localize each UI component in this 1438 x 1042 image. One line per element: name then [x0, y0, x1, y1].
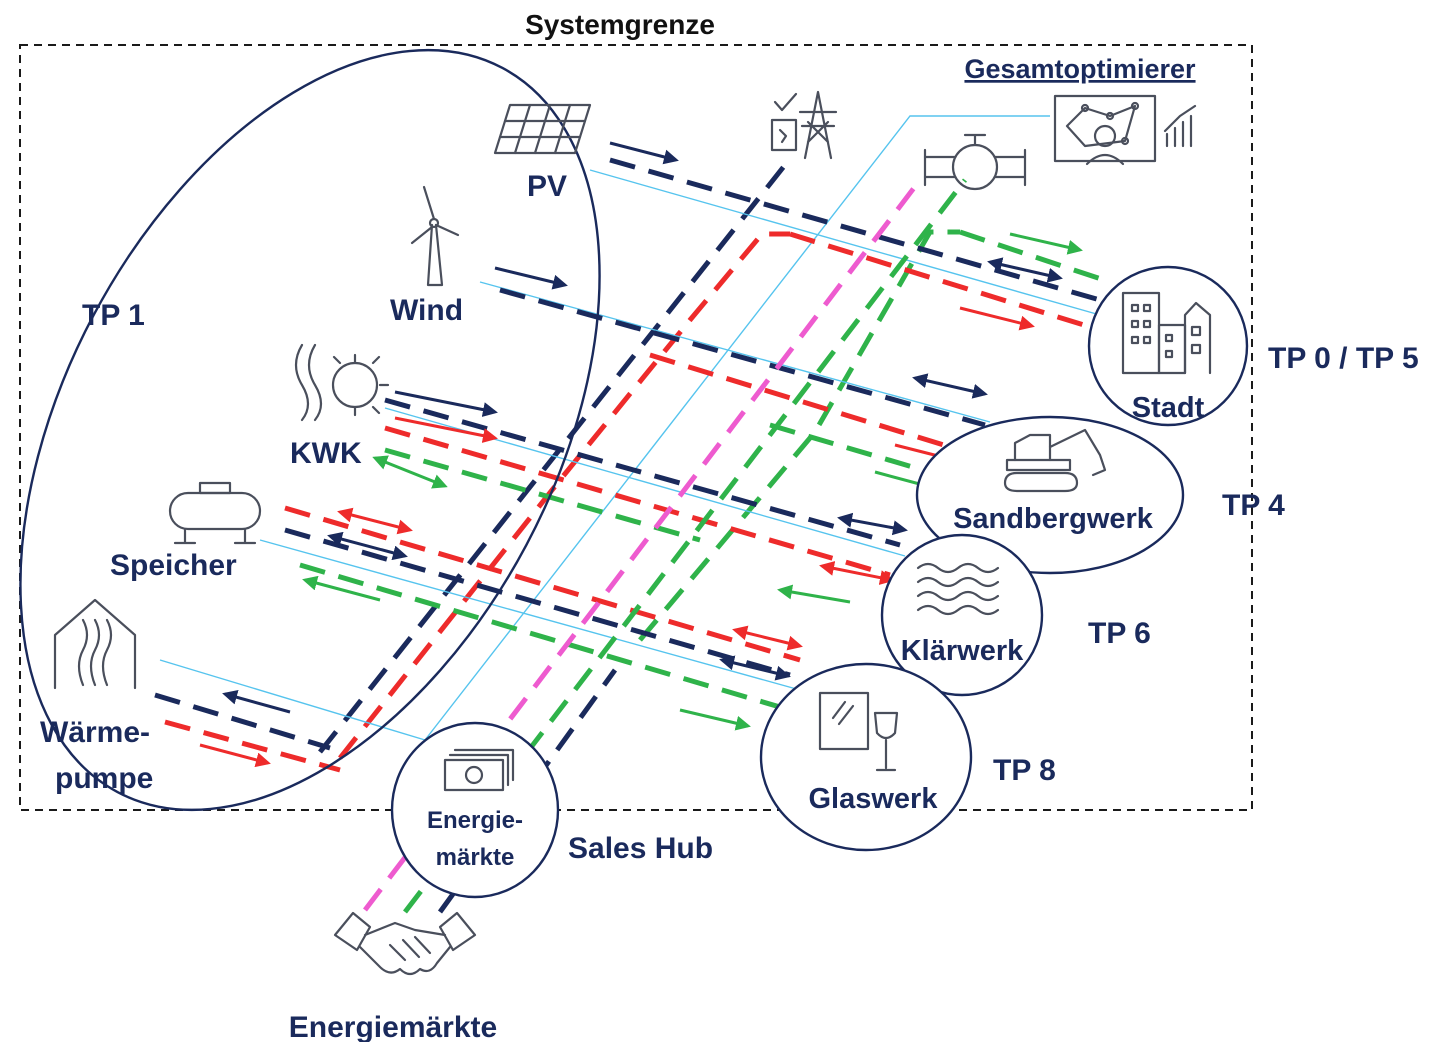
excavator-icon [1003, 428, 1107, 493]
flows-waerme-arrows [199, 689, 291, 768]
stadt-circle [1087, 265, 1249, 427]
flows-wind [499, 287, 986, 481]
pv-green-arrow [1009, 232, 1083, 255]
guide-pv [589, 169, 1101, 316]
backbone-lines [318, 163, 960, 760]
tp05-label: TP 0 / TP 5 [1268, 342, 1419, 375]
pv-red-dash [789, 231, 1101, 333]
guide-speicher [259, 539, 801, 691]
speicher-label: Speicher [110, 549, 237, 582]
backbone-green [638, 229, 960, 642]
water-waves-icon [916, 562, 1000, 616]
backbone-navy [318, 163, 787, 754]
energiemaerkte-label: Energiemärkte [289, 1011, 497, 1042]
heat-pump-house-icon [53, 598, 137, 690]
sandbergwerk-ellipse [915, 415, 1185, 575]
handshake-icon [333, 911, 477, 976]
wind-label: Wind [390, 294, 463, 327]
pv-label: PV [527, 170, 567, 203]
wind-green-dash [769, 422, 951, 481]
power-grid-tower-icon [770, 90, 838, 160]
money-bill-icon [443, 748, 515, 792]
kwk-icon [294, 343, 390, 422]
glaswerk-label: Glaswerk [809, 783, 939, 815]
stadt-label: Stadt [1132, 392, 1205, 424]
kwk-red-arrow [394, 416, 498, 444]
speicher-green-arrow [302, 575, 381, 602]
waerme-red-dash [164, 719, 341, 773]
kwk-green-bi-arrow [372, 455, 448, 489]
guide-wind [479, 281, 991, 423]
speicher-red-bi-arrow [337, 507, 413, 535]
flows-speicher-arrows [302, 507, 803, 731]
market-pink [363, 178, 922, 912]
wind-navy-dash [499, 287, 986, 428]
sales-hub-label-1: Energie- [427, 807, 523, 834]
pv-navy-dash [609, 157, 1101, 303]
kwk-red-dash [384, 425, 891, 578]
speicher-navy-bi-arrow2 [719, 655, 791, 681]
sandbergwerk-label: Sandbergwerk [953, 503, 1154, 535]
gesamtoptimierer-label: Gesamtoptimierer [964, 54, 1196, 84]
backbone-thin-lines [424, 115, 1050, 741]
flows-kwk-arrows [372, 390, 908, 604]
tp1-label: TP 1 [82, 299, 145, 332]
system-boundary [19, 44, 1253, 811]
kwk-green-arrow2 [777, 584, 851, 604]
kwk-navy-arrow [394, 390, 498, 418]
gas-pipeline-icon [923, 133, 1027, 191]
waerme-navy-dash [154, 692, 331, 751]
kwk-green-dash [384, 447, 701, 543]
tp1-group-ellipse [19, 48, 601, 812]
optimizer-dashboard-icon [1053, 94, 1197, 166]
tp4-label: TP 4 [1222, 489, 1285, 522]
pv-green-dash [959, 229, 1111, 285]
waermepumpe-label-1: Wärme- [40, 716, 150, 749]
systemgrenze-label: Systemgrenze [525, 9, 715, 40]
klaerwerk-circle [880, 533, 1044, 697]
kwk-label: KWK [290, 437, 362, 470]
sales-hub-caption: Sales Hub [568, 832, 713, 865]
tp8-label: TP 8 [993, 754, 1056, 787]
wind-turbine-icon [410, 185, 460, 287]
waermepumpe-label-2: pumpe [55, 762, 153, 795]
guide-waerme [159, 659, 426, 741]
sales-hub-label-2: märkte [436, 844, 515, 871]
kwk-red-bi-arrow2 [819, 560, 895, 586]
pv-red-arrow [959, 306, 1035, 331]
tp6-label: TP 6 [1088, 617, 1151, 650]
klaerwerk-label: Klärwerk [901, 635, 1024, 667]
backbone-red [338, 231, 790, 760]
market-green [403, 178, 967, 914]
wind-red-dash [649, 352, 961, 453]
kwk-navy-bi-arrow2 [837, 512, 908, 536]
speicher-red-bi-arrow2 [732, 625, 803, 651]
waerme-red-arrow [199, 743, 271, 768]
speicher-navy-bi-arrow [327, 531, 408, 561]
flows-pv [609, 157, 1111, 333]
glass-pane-wine-icon [818, 691, 899, 772]
speicher-green-dash [299, 562, 791, 713]
sales-hub-circle [390, 721, 560, 899]
wind-navy-arrow [494, 266, 568, 290]
pv-icon [493, 103, 592, 155]
flows-wind-arrows [494, 266, 988, 495]
speicher-navy-dash [284, 527, 791, 678]
kwk-navy-dash [384, 397, 901, 548]
storage-tank-icon [168, 481, 262, 545]
glaswerk-ellipse [759, 662, 973, 852]
speicher-green-arrow2 [679, 708, 751, 731]
wind-navy-bi-arrow [912, 373, 988, 399]
city-buildings-icon [1121, 291, 1212, 375]
backbone-thin-blue [424, 115, 1050, 741]
pv-navy-bi-arrow [987, 257, 1063, 283]
flows-pv-arrows [609, 141, 1083, 331]
pv-navy-arrow [609, 141, 679, 165]
waerme-navy-arrow [222, 689, 291, 714]
flows-waerme [154, 692, 341, 773]
